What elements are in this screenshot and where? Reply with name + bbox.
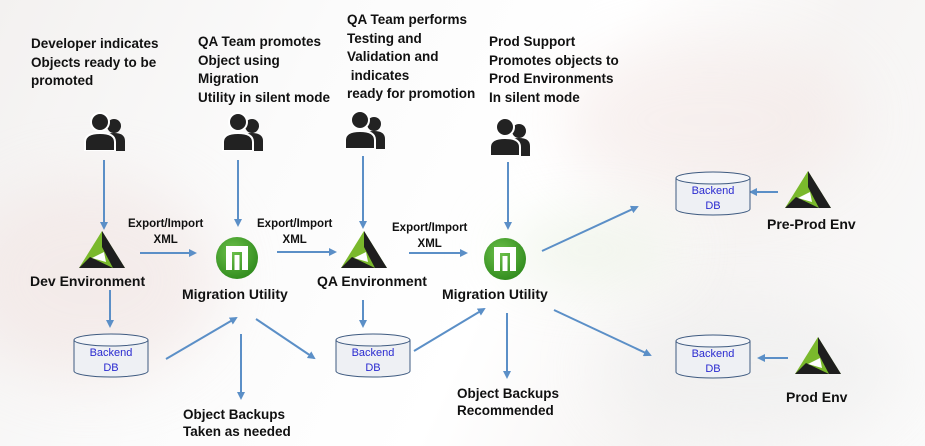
db-label: Backend DB: [89, 347, 133, 374]
prod-env-label: Prod Env: [786, 389, 848, 405]
migration-utility-1-label: Migration Utility: [182, 286, 288, 302]
user-group-icon: [222, 112, 263, 151]
migration-utility-icon[interactable]: [483, 237, 527, 281]
migration-utility-icon[interactable]: [215, 236, 259, 280]
export-import-xml-label: Export/Import XML: [128, 218, 204, 246]
database-icon: [675, 171, 751, 216]
arrow-mu1-to-qadb: [255, 318, 316, 360]
actor-prod-support-text: Prod Support Promotes objects to Prod En…: [489, 34, 619, 105]
prod-environment-icon[interactable]: [794, 336, 842, 376]
dev-backend-db[interactable]: Backend DB: [73, 333, 149, 379]
user-group-icon: [489, 117, 530, 156]
database-icon: [73, 333, 149, 378]
dev-environment-icon[interactable]: [78, 230, 126, 270]
actor-qa-promote-text: QA Team promotes Object using Migration …: [198, 34, 331, 105]
pre-prod-environment-icon[interactable]: [784, 170, 832, 210]
arrow-devdb-to-mu1: [165, 316, 238, 360]
object-backups-note-2: Object Backups Recommended: [457, 386, 560, 418]
db-label: Backend DB: [691, 348, 735, 375]
migration-utility-2-label: Migration Utility: [442, 286, 548, 302]
pre-prod-backend-db[interactable]: Backend DB: [675, 171, 751, 217]
db-label: Backend DB: [351, 347, 395, 374]
user-group-icon: [84, 112, 125, 151]
db-label: Backend DB: [691, 185, 735, 212]
qa-environment-label: QA Environment: [317, 273, 427, 289]
pre-prod-env-label: Pre-Prod Env: [767, 216, 856, 232]
database-icon: [675, 334, 751, 379]
user-group-icon: [344, 110, 385, 149]
qa-backend-db[interactable]: Backend DB: [335, 333, 411, 379]
dev-environment-label: Dev Environment: [30, 273, 146, 289]
actor-developer-text: Developer indicates Objects ready to be …: [31, 36, 159, 88]
arrow-mu2-to-preprodb: [541, 205, 639, 252]
arrow-qadb-to-mu2: [413, 307, 486, 352]
export-import-xml-label: Export/Import XML: [257, 218, 333, 246]
actor-qa-test-text: QA Team performs Testing and Validation …: [347, 12, 476, 101]
arrow-mu2-to-proddb: [553, 309, 652, 357]
prod-backend-db[interactable]: Backend DB: [675, 334, 751, 380]
export-import-xml-label: Export/Import XML: [392, 222, 468, 250]
object-backups-note-1: Object Backups Taken as needed: [183, 407, 291, 439]
qa-environment-icon[interactable]: [340, 230, 388, 270]
database-icon: [335, 333, 411, 378]
